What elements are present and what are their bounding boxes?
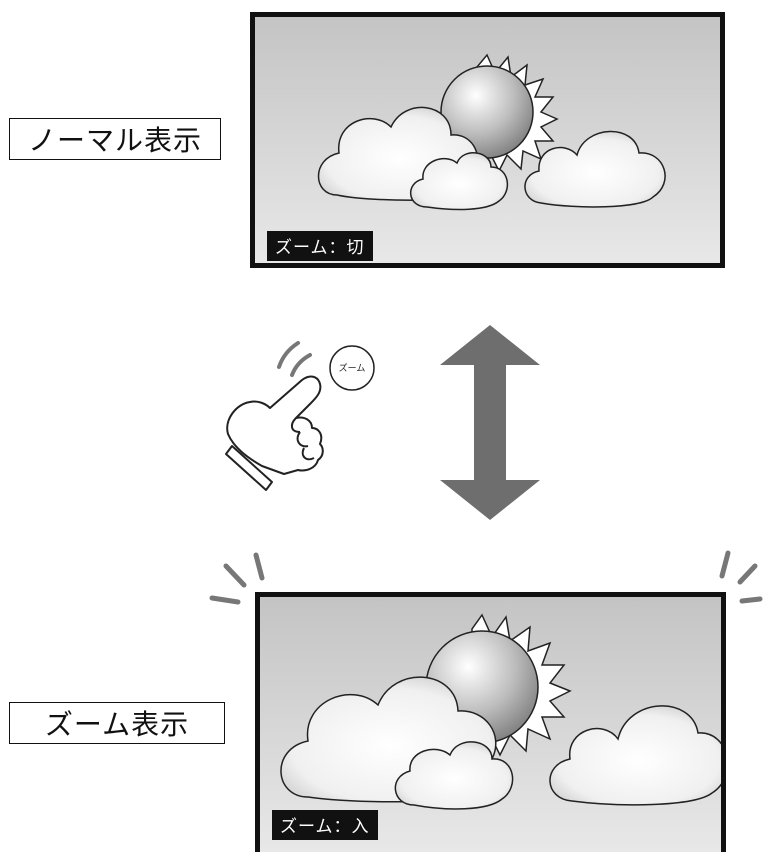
normal-display-label: ノーマル表示	[9, 118, 221, 160]
zoom-button-label: ズーム	[339, 362, 366, 374]
zoom-on-badge: ズーム：入	[272, 810, 378, 840]
normal-screen: ズーム：切	[250, 12, 725, 268]
zoom-scene	[260, 597, 721, 852]
emphasis-marks-icon	[209, 552, 265, 605]
cloud-icon	[394, 741, 514, 810]
normal-scene	[255, 17, 720, 263]
cloud-icon	[524, 130, 666, 208]
zoom-display-text: ズーム表示	[44, 708, 190, 741]
double-arrow-icon	[440, 325, 540, 520]
zoom-off-badge: ズーム：切	[267, 231, 373, 261]
zoom-screen: ズーム：入	[255, 592, 726, 852]
zoom-button-icon: ズーム	[329, 345, 375, 391]
hand-pointer-icon	[225, 375, 324, 491]
cloud-icon	[549, 705, 721, 806]
zoom-display-label: ズーム表示	[9, 702, 225, 744]
emphasis-marks-icon	[719, 550, 763, 604]
press-motion-lines-icon	[277, 341, 312, 377]
normal-display-text: ノーマル表示	[27, 124, 202, 157]
cloud-icon	[410, 152, 509, 211]
